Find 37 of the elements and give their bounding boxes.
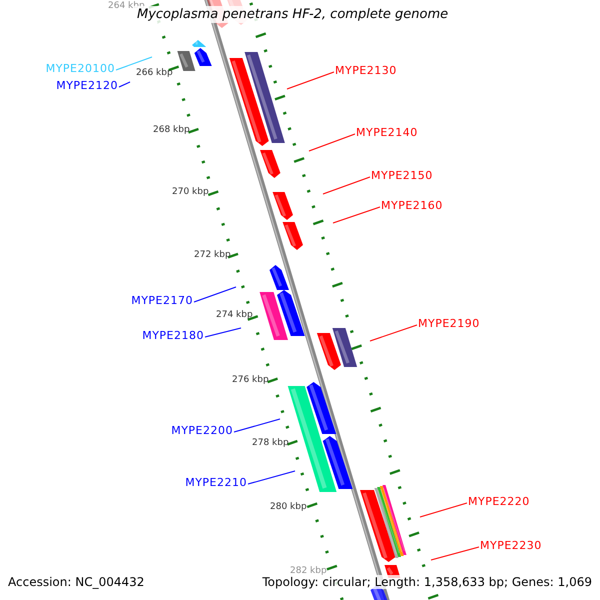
position-label: 268 kbp — [153, 126, 190, 135]
gene-label: MYPE2210 — [185, 477, 247, 488]
genome-summary-text: Topology: circular; Length: 1,358,633 bp; Genes: 1,069 — [260, 575, 594, 589]
gene-label: MYPE2140 — [356, 127, 418, 138]
gene-label: MYPE2200 — [171, 425, 233, 436]
leader-line — [248, 470, 296, 484]
position-label: 282 kbp — [290, 567, 327, 576]
leader-line — [204, 328, 242, 338]
gene-label: MYPE2120 — [56, 80, 118, 91]
gene-label: MYPE2230 — [480, 540, 542, 551]
gene-label: MYPE2190 — [418, 318, 480, 329]
position-label: 274 kbp — [216, 311, 253, 320]
leader-line — [308, 134, 356, 152]
leader-line — [116, 56, 152, 70]
leader-line — [332, 206, 380, 224]
gene-label: MYPE2150 — [371, 170, 433, 181]
position-label: 278 kbp — [252, 439, 289, 448]
leader-line — [118, 82, 130, 88]
leader-line — [234, 418, 280, 432]
position-label: 266 kbp — [136, 69, 173, 78]
leader-line — [430, 546, 480, 560]
gene-label: MYPE20100 — [46, 63, 115, 74]
position-label: 270 kbp — [172, 188, 209, 197]
leader-line — [322, 176, 370, 194]
leader-line — [194, 286, 236, 302]
leader-line — [286, 72, 334, 90]
gene-label: MYPE2220 — [468, 496, 530, 507]
leader-line — [370, 324, 418, 342]
gene-label: MYPE2160 — [381, 200, 443, 211]
position-label: 280 kbp — [270, 503, 307, 512]
position-label: 276 kbp — [232, 376, 269, 385]
gene-label: MYPE2130 — [335, 65, 397, 76]
leader-line — [420, 502, 468, 518]
gene-label: MYPE2170 — [131, 295, 193, 306]
gene-label: MYPE2180 — [142, 330, 204, 341]
accession-text: Accession: NC_004432 — [6, 575, 146, 589]
position-label: 272 kbp — [194, 251, 231, 260]
